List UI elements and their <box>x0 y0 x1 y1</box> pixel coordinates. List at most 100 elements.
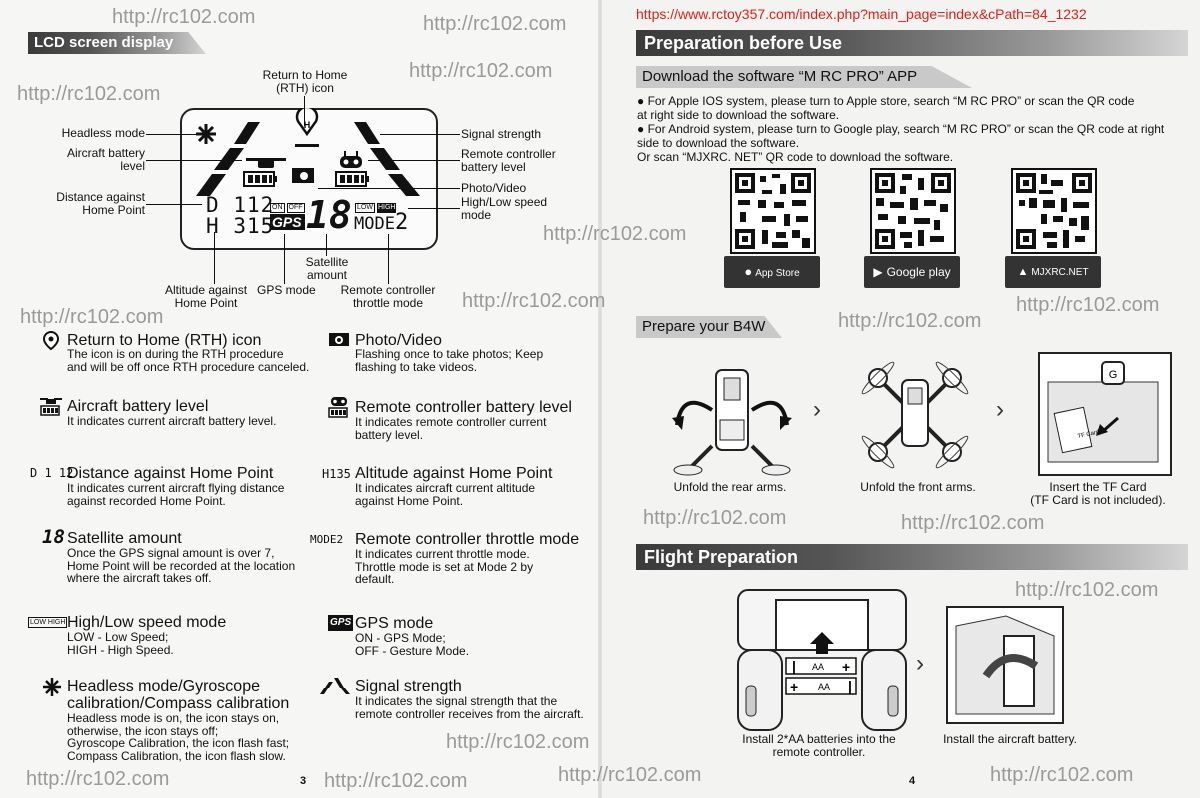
lcd-distance-readout: D 112 <box>206 193 275 217</box>
prepare-header: Prepare your B4W <box>636 316 782 338</box>
chevron-right-icon: › <box>813 396 821 423</box>
legend-photo-desc: Flashing once to take photos; Keep flash… <box>355 347 544 374</box>
callout-distance: Distance against Home Point <box>56 190 145 217</box>
caption-install-aircraft-battery: Install the aircraft battery. <box>943 732 1077 746</box>
signal-bars-right <box>354 122 420 196</box>
legend-photo-title: Photo/Video <box>355 332 442 349</box>
watermark: http://rc102.com <box>643 507 787 529</box>
drone-front-arms-illustration <box>861 361 969 469</box>
watermark: http://rc102.com <box>112 6 256 28</box>
callout-throttle-mode: Remote controller throttle mode <box>340 283 436 310</box>
chevron-right-icon: › <box>916 650 924 677</box>
callout-altitude: Altitude against Home Point <box>164 283 248 310</box>
legend-rc-battery-title: Remote controller battery level <box>355 399 572 416</box>
caption-unfold-front: Unfold the front arms. <box>860 480 976 494</box>
apple-icon: ● <box>744 264 753 279</box>
lcd-altitude-readout: H 315 <box>206 214 275 238</box>
legend-gps-title: GPS mode <box>355 615 434 632</box>
lcd-graphics: H <box>196 108 420 196</box>
signal-strength-icon <box>320 678 350 694</box>
bullet-ios: ● For Apple IOS system, please turn to A… <box>637 94 1135 122</box>
legend-throttle-desc: It indicates current throttle mode. Thro… <box>355 547 534 586</box>
svg-text:|: | <box>848 678 852 694</box>
qr-code-google-play[interactable] <box>870 168 956 254</box>
signal-bars-left <box>196 122 260 196</box>
app-store-button[interactable]: ●App Store <box>724 256 820 288</box>
legend-speed-desc: LOW - Low Speed; HIGH - High Speed. <box>67 630 174 657</box>
caption-unfold-rear: Unfold the rear arms. <box>673 480 787 494</box>
aircraft-battery-icon <box>40 398 62 416</box>
camera-icon-lcd <box>292 168 314 183</box>
callout-rc-battery: Remote controller battery level <box>461 147 556 174</box>
page-spine <box>598 0 602 798</box>
legend-aircraft-battery-desc: It indicates current aircraft battery le… <box>67 414 277 428</box>
svg-text:TF Card: TF Card <box>1077 430 1100 440</box>
throttle-mode-icon: MODE2 <box>310 533 344 546</box>
svg-text:AA: AA <box>812 662 824 672</box>
svg-text:+: + <box>842 659 850 675</box>
rth-pin-icon <box>42 331 60 351</box>
svg-text:G: G <box>1109 369 1118 381</box>
watermark: http://rc102.com <box>558 764 702 786</box>
caption-insert-tf-card: Insert the TF Card (TF Card is not inclu… <box>1030 480 1166 507</box>
legend-altitude-desc: It indicates aircraft current altitude a… <box>355 481 536 508</box>
drone-rear-arms-illustration <box>672 369 792 476</box>
watermark: http://rc102.com <box>462 290 606 312</box>
rth-pin-icon: H <box>295 108 319 147</box>
lcd-speed-indicator: LOW HIGH <box>355 203 397 213</box>
altitude-icon: H135 <box>322 467 351 481</box>
aircraft-battery-icon-lcd <box>243 171 277 187</box>
google-play-button[interactable]: ▶Google play <box>864 256 960 288</box>
preparation-header: Preparation before Use <box>636 30 1188 56</box>
caption-install-aa: Install 2*AA batteries into the remote c… <box>742 732 896 759</box>
watermark: http://rc102.com <box>26 768 170 790</box>
legend-headless-desc: Headless mode is on, the icon stays on, … <box>67 711 290 763</box>
legend-rth-desc: The icon is on during the RTH procedure … <box>67 347 310 374</box>
watermark: http://rc102.com <box>324 770 468 792</box>
legend-throttle-title: Remote controller throttle mode <box>355 531 580 548</box>
svg-text:H: H <box>304 120 311 130</box>
legend-distance-desc: It indicates current aircraft flying dis… <box>67 481 285 508</box>
lcd-gps-indicator: ON OFF GPS <box>270 203 305 230</box>
watermark: http://rc102.com <box>838 310 982 332</box>
callout-gps-mode: GPS mode <box>257 283 316 297</box>
download-header: Download the software “M RC PRO” APP <box>636 66 972 88</box>
watermark: http://rc102.com <box>20 306 164 328</box>
mjxrc-button[interactable]: ▲MJXRC.NET <box>1005 256 1101 288</box>
legend-satellite-title: Satellite amount <box>67 530 182 547</box>
flight-preparation-header: Flight Preparation <box>636 544 1188 570</box>
speed-mode-icon: LOW HIGH <box>28 617 68 628</box>
chevron-right-icon: › <box>996 396 1004 423</box>
callout-signal-strength: Signal strength <box>461 127 542 141</box>
callout-satellite: Satellite amount <box>305 255 349 282</box>
gps-mode-icon: GPS <box>328 615 354 631</box>
legend-headless-title: Headless mode/Gyroscope calibration/Comp… <box>67 678 290 712</box>
watermark: http://rc102.com <box>409 60 553 82</box>
legend-aircraft-battery-title: Aircraft battery level <box>67 398 209 415</box>
rc-battery-icon-lcd <box>335 171 369 187</box>
legend-satellite-desc: Once the GPS signal amount is over 7, Ho… <box>67 546 296 585</box>
watermark: http://rc102.com <box>1015 579 1159 601</box>
qr-code-mjxrc[interactable] <box>1011 168 1097 254</box>
legend-gps-desc: ON - GPS Mode; OFF - Gesture Mode. <box>355 631 470 658</box>
qr-code-app-store[interactable] <box>730 168 816 254</box>
callout-photo-video: Photo/Video <box>461 181 527 195</box>
legend-signal-desc: It indicates the signal strength that th… <box>355 694 584 721</box>
camera-icon <box>329 333 349 346</box>
aircraft-icon-lcd <box>246 158 286 168</box>
callout-rth-icon: Return to Home (RTH) icon <box>262 68 348 95</box>
watermark: http://rc102.com <box>423 13 567 35</box>
satellite-icon: 18 <box>42 526 65 548</box>
watermark: http://rc102.com <box>17 83 161 105</box>
watermark: http://rc102.com <box>1016 294 1160 316</box>
watermark: http://rc102.com <box>990 764 1134 786</box>
remote-controller-illustration: | + + | AA AA <box>737 589 907 731</box>
bullet-android: ● For Android system, please turn to Goo… <box>637 122 1165 164</box>
legend-distance-title: Distance against Home Point <box>67 465 274 482</box>
legend-altitude-title: Altitude against Home Point <box>355 465 553 482</box>
source-url: https://www.rctoy357.com/index.php?main_… <box>636 6 1087 22</box>
svg-text:+: + <box>790 679 798 695</box>
watermark: http://rc102.com <box>901 512 1045 534</box>
svg-text:AA: AA <box>818 682 830 692</box>
callout-headless-mode: Headless mode <box>61 126 145 140</box>
